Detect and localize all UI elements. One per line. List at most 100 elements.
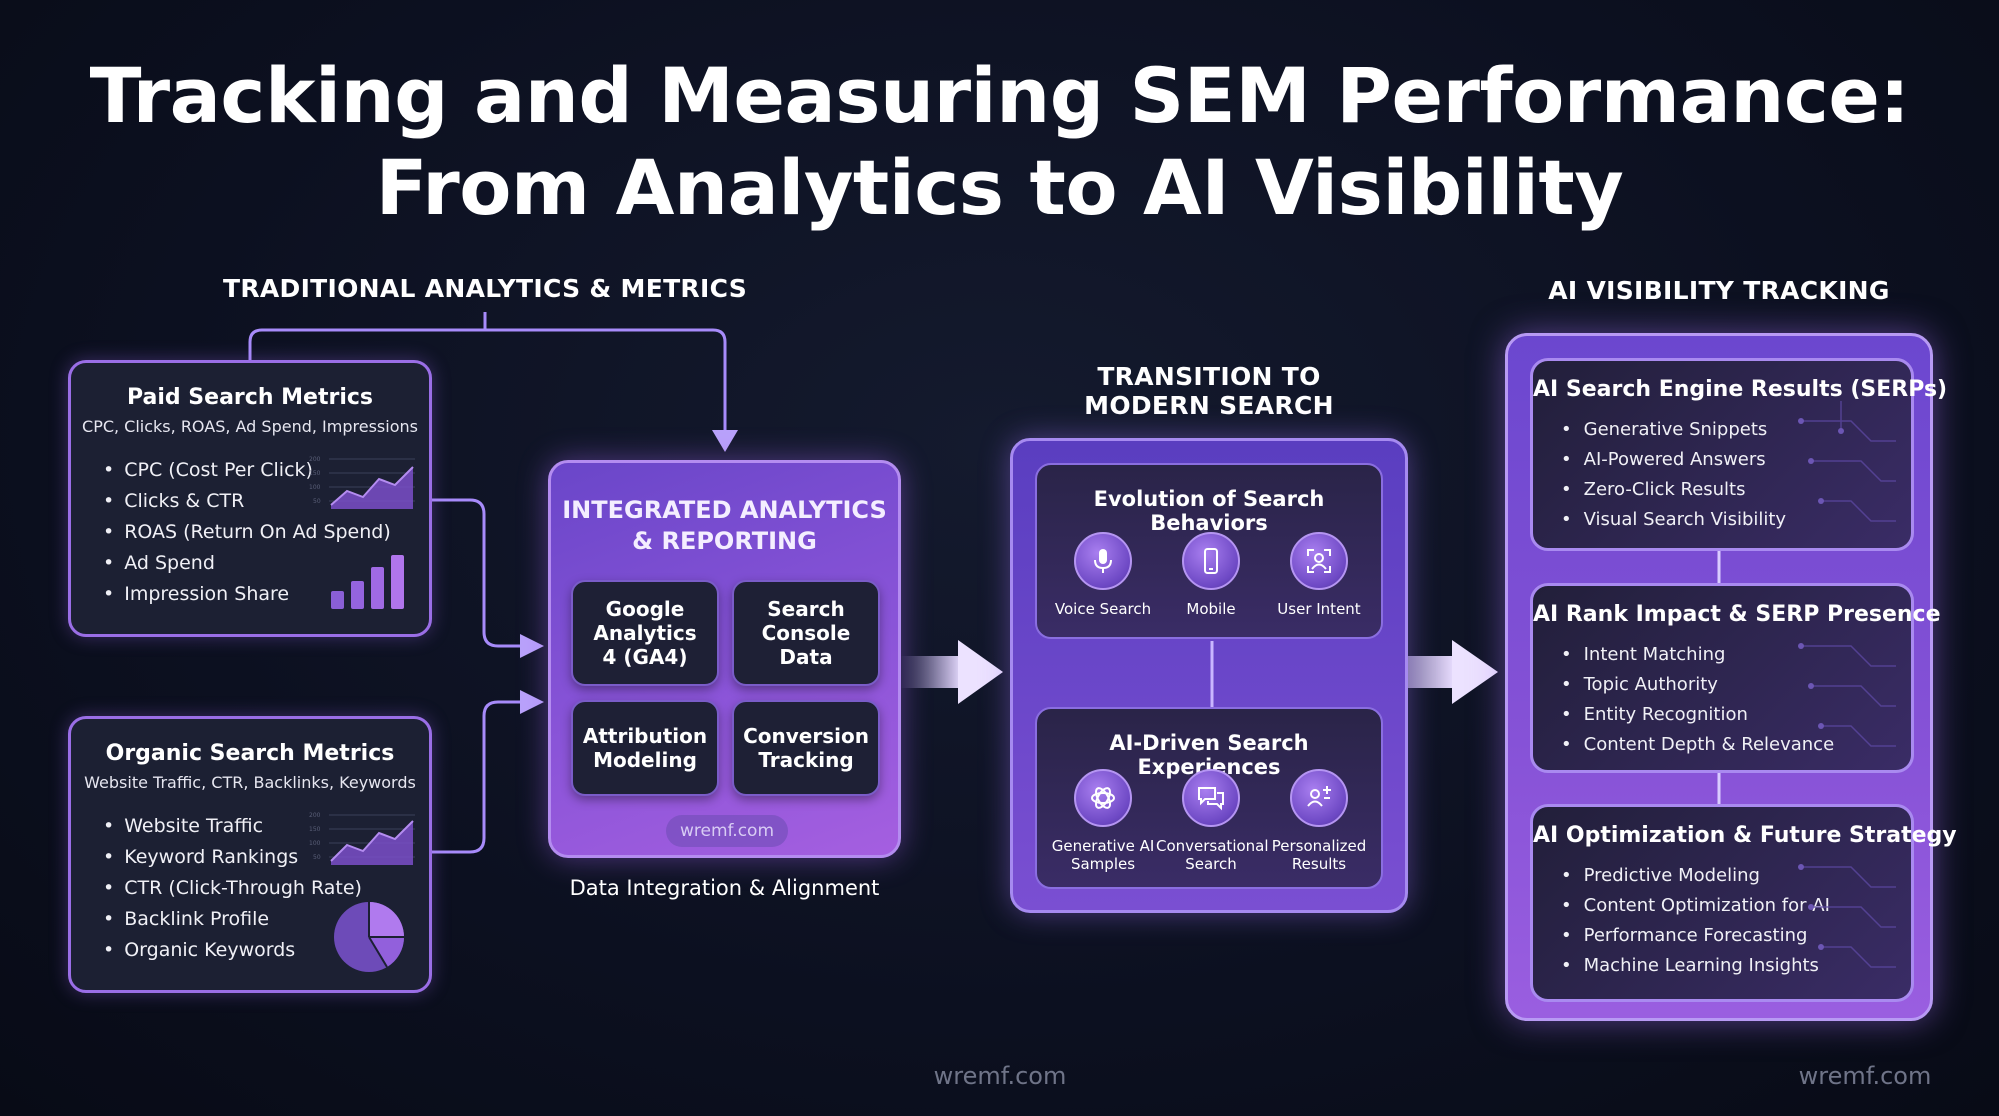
watermark-center: wremf.com <box>933 1062 1067 1090</box>
list-item: Content Depth & Relevance <box>1561 730 1835 760</box>
section-ai-visibility: AI VISIBILITY TRACKING <box>1548 276 1890 305</box>
ai-serps-list: Generative Snippets AI-Powered Answers Z… <box>1561 415 1786 535</box>
svg-text:100: 100 <box>309 840 321 847</box>
circuit-pattern-icon <box>1798 864 1896 968</box>
attribution-box: Attribution Modeling <box>571 700 719 796</box>
transition-line-1: TRANSITION TO <box>1097 362 1321 391</box>
conversational-label-line-1: Conversational <box>1156 837 1269 855</box>
organic-search-card: Organic Search Metrics Website Traffic, … <box>68 716 432 993</box>
search-console-box: Search Console Data <box>732 580 880 686</box>
organic-search-list: Website Traffic Keyword Rankings CTR (Cl… <box>103 811 362 966</box>
big-arrow-1-head <box>958 640 1003 704</box>
mobile-phone-icon <box>1182 532 1240 590</box>
integrated-analytics-panel: INTEGRATED ANALYTICS & REPORTING Google … <box>548 460 901 858</box>
integration-caption: Data Integration & Alignment <box>569 876 880 900</box>
list-item: Predictive Modeling <box>1561 861 1830 891</box>
circuit-pattern-icon <box>1798 643 1896 747</box>
big-arrow-2-head <box>1452 640 1498 704</box>
list-item: Generative Snippets <box>1561 415 1786 445</box>
organic-search-title: Organic Search Metrics <box>105 741 395 766</box>
wremf-pill: wremf.com <box>666 815 788 847</box>
chat-bubbles-icon <box>1182 769 1240 827</box>
watermark-right: wremf.com <box>1798 1062 1932 1090</box>
list-item: Clicks & CTR <box>103 486 391 517</box>
openai-logo-icon <box>1074 769 1132 827</box>
mobile-label: Mobile <box>1186 600 1236 618</box>
user-intent-item: User Intent <box>1264 532 1374 618</box>
ai-visibility-panel: AI Search Engine Results (SERPs) Generat… <box>1505 333 1957 1021</box>
ga4-box: Google Analytics 4 (GA4) <box>571 580 719 686</box>
paid-connector <box>430 498 522 648</box>
generative-ai-label-line-1: Generative AI <box>1051 837 1155 855</box>
list-item: Machine Learning Insights <box>1561 951 1830 981</box>
list-item: CPC (Cost Per Click) <box>103 455 391 486</box>
personalized-results-label: Personalized Results <box>1264 837 1374 873</box>
bar-chart-icon <box>331 555 404 609</box>
mobile-item: Mobile <box>1156 532 1266 618</box>
ai-optimization-card: AI Optimization & Future Strategy Predic… <box>1530 804 1957 1002</box>
list-item: Intent Matching <box>1561 640 1834 670</box>
personalized-label-line-2: Results <box>1291 855 1347 873</box>
list-item: Visual Search Visibility <box>1561 505 1786 535</box>
top-arrow-head <box>712 430 738 452</box>
generative-ai-label: Generative AI Samples <box>1048 837 1158 873</box>
ai-rank-card: AI Rank Impact & SERP Presence Intent Ma… <box>1530 583 1941 773</box>
title-line-1: Tracking and Measuring SEM Performance: <box>89 51 1910 140</box>
svg-text:200: 200 <box>309 812 321 819</box>
list-item: Keyword Rankings <box>103 842 362 873</box>
organic-connector <box>430 700 522 854</box>
list-item: Content Optimization for AI <box>1561 891 1830 921</box>
paid-arrow-head <box>520 634 544 658</box>
voice-search-item: Voice Search <box>1048 532 1158 618</box>
voice-search-label: Voice Search <box>1054 600 1152 618</box>
microphone-icon <box>1074 532 1132 590</box>
paid-search-card: Paid Search Metrics CPC, Clicks, ROAS, A… <box>68 360 432 637</box>
ai-serps-title: AI Search Engine Results (SERPs) <box>1533 377 1948 402</box>
paid-search-subtitle: CPC, Clicks, ROAS, Ad Spend, Impressions <box>82 417 418 436</box>
page-title: Tracking and Measuring SEM Performance: … <box>0 50 1999 234</box>
organic-arrow-head <box>520 690 544 714</box>
transition-line-2: MODERN SEARCH <box>1084 391 1334 420</box>
title-line-2: From Analytics to AI Visibility <box>375 143 1624 232</box>
evolution-card: Evolution of Search Behaviors Voice Sear… <box>1035 463 1383 639</box>
list-item: Organic Keywords <box>103 935 362 966</box>
paid-search-list: CPC (Cost Per Click) Clicks & CTR ROAS (… <box>103 455 391 610</box>
generative-ai-item: Generative AI Samples <box>1048 769 1158 873</box>
user-focus-icon <box>1290 532 1348 590</box>
generative-ai-label-line-2: Samples <box>1070 855 1136 873</box>
conversational-search-item: Conversational Search <box>1156 769 1269 873</box>
list-item: AI-Powered Answers <box>1561 445 1786 475</box>
personalization-icon <box>1290 769 1348 827</box>
svg-text:100: 100 <box>309 484 321 491</box>
integrated-title: INTEGRATED ANALYTICS & REPORTING <box>551 495 898 557</box>
list-item: CTR (Click-Through Rate) <box>103 873 362 904</box>
conversational-label-line-2: Search <box>1185 855 1237 873</box>
ai-rank-list: Intent Matching Topic Authority Entity R… <box>1561 640 1835 760</box>
integrated-title-line-1: INTEGRATED ANALYTICS <box>562 496 887 524</box>
organic-search-subtitle: Website Traffic, CTR, Backlinks, Keyword… <box>84 773 416 792</box>
list-item: Backlink Profile <box>103 904 362 935</box>
personalized-results-item: Personalized Results <box>1264 769 1374 873</box>
list-item: Website Traffic <box>103 811 362 842</box>
conversion-box: Conversion Tracking <box>732 700 880 796</box>
ai-optimization-list: Predictive Modeling Content Optimization… <box>1561 861 1830 981</box>
top-bracket-line <box>248 328 727 435</box>
section-traditional: TRADITIONAL ANALYTICS & METRICS <box>222 274 748 303</box>
personalized-label-line-1: Personalized <box>1271 837 1367 855</box>
svg-text:50: 50 <box>313 854 321 861</box>
ai-serps-card: AI Search Engine Results (SERPs) Generat… <box>1530 358 1948 551</box>
circuit-pattern-icon <box>1798 401 1896 522</box>
pie-chart-icon <box>334 902 404 972</box>
list-item: Entity Recognition <box>1561 700 1834 730</box>
big-arrow-1-shaft <box>900 656 962 688</box>
conversational-search-label: Conversational Search <box>1156 837 1269 873</box>
list-item: Zero-Click Results <box>1561 475 1786 505</box>
ai-rank-title: AI Rank Impact & SERP Presence <box>1533 602 1941 627</box>
transition-connector <box>1210 641 1214 707</box>
ai-panel-connectors <box>1717 551 1721 804</box>
svg-text:200: 200 <box>309 456 321 463</box>
list-item: Topic Authority <box>1561 670 1834 700</box>
ai-driven-card: AI-Driven Search Experiences Generative … <box>1035 707 1383 889</box>
